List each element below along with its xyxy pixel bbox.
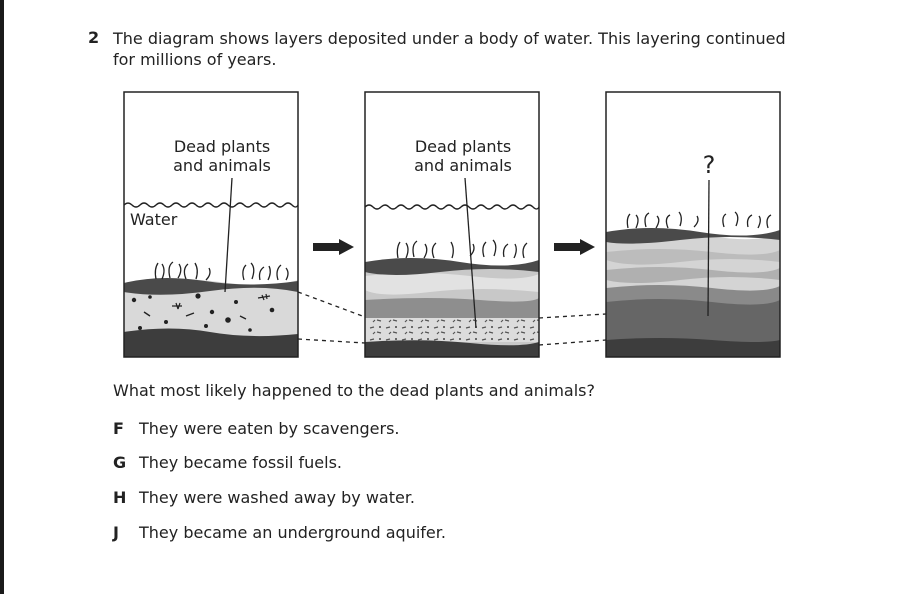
panel-2-plants xyxy=(396,239,528,259)
panel-1-label-line-1: Dead plants xyxy=(174,137,270,156)
question-text: The diagram shows layers deposited under… xyxy=(113,28,833,70)
choice-text: They were washed away by water. xyxy=(139,488,416,507)
choice-f[interactable]: F They were eaten by scavengers. xyxy=(113,419,400,438)
panel-1-water-surface xyxy=(123,202,299,208)
question-line-1: The diagram shows layers deposited under… xyxy=(113,29,786,48)
question-line-2: for millions of years. xyxy=(113,50,277,69)
panel-1-debris xyxy=(131,293,275,332)
panel-3-dark-strip xyxy=(606,228,780,244)
panel-1-pointer-line xyxy=(224,177,233,293)
choice-h[interactable]: H They were washed away by water. xyxy=(113,488,415,507)
panel-2: Dead plants and animals xyxy=(364,91,540,358)
panel-2-dark-strip xyxy=(365,258,539,275)
panel-2-bottom-layer xyxy=(365,340,539,357)
choice-letter: F xyxy=(113,419,124,438)
question-mark: ? xyxy=(703,151,716,179)
choice-text: They were eaten by scavengers. xyxy=(139,419,400,438)
panel-3-band-2 xyxy=(606,267,780,283)
panel-2-water-surface xyxy=(364,204,540,210)
panel-2-compressed-debris xyxy=(365,318,539,342)
panel-3: ? xyxy=(605,91,781,358)
panel-2-frame xyxy=(364,91,540,358)
left-border xyxy=(0,0,4,594)
choice-text: They became fossil fuels. xyxy=(139,453,342,472)
panel-3-pointer-line xyxy=(707,179,710,317)
connector-lines-2 xyxy=(538,313,607,346)
choice-text: They became an underground aquifer. xyxy=(139,523,446,542)
panel-3-plants xyxy=(626,211,772,229)
choice-letter: H xyxy=(113,488,127,507)
panel-1-label-line-2: and animals xyxy=(173,156,271,175)
panel-2-label-line-1: Dead plants xyxy=(415,137,511,156)
arrow-right-icon xyxy=(313,239,354,255)
panel-1: Dead plants and animals Water xyxy=(123,91,299,358)
panel-1-bottom-layer xyxy=(124,328,298,357)
choice-letter: G xyxy=(113,453,127,472)
connector-lines-1 xyxy=(297,291,366,344)
arrow-right-icon xyxy=(554,239,595,255)
panel-1-dark-strip xyxy=(124,277,298,295)
panel-3-bottom-layer xyxy=(606,338,780,357)
choice-letter: J xyxy=(113,523,119,542)
panel-2-middle-layer xyxy=(365,298,539,318)
question-prompt: What most likely happened to the dead pl… xyxy=(113,381,595,400)
panel-2-light-band xyxy=(365,273,539,295)
question-number: 2 xyxy=(88,28,100,47)
choice-g[interactable]: G They became fossil fuels. xyxy=(113,453,342,472)
panel-2-label-line-2: and animals xyxy=(414,156,512,175)
panel-1-plants xyxy=(154,261,289,281)
panel-1-frame xyxy=(123,91,299,358)
panel-3-frame xyxy=(605,91,781,358)
choice-j[interactable]: J They became an underground aquifer. xyxy=(113,523,446,542)
panel-2-pointer-line xyxy=(464,177,477,329)
water-label: Water xyxy=(130,210,178,229)
panel-3-band-1 xyxy=(606,249,780,265)
